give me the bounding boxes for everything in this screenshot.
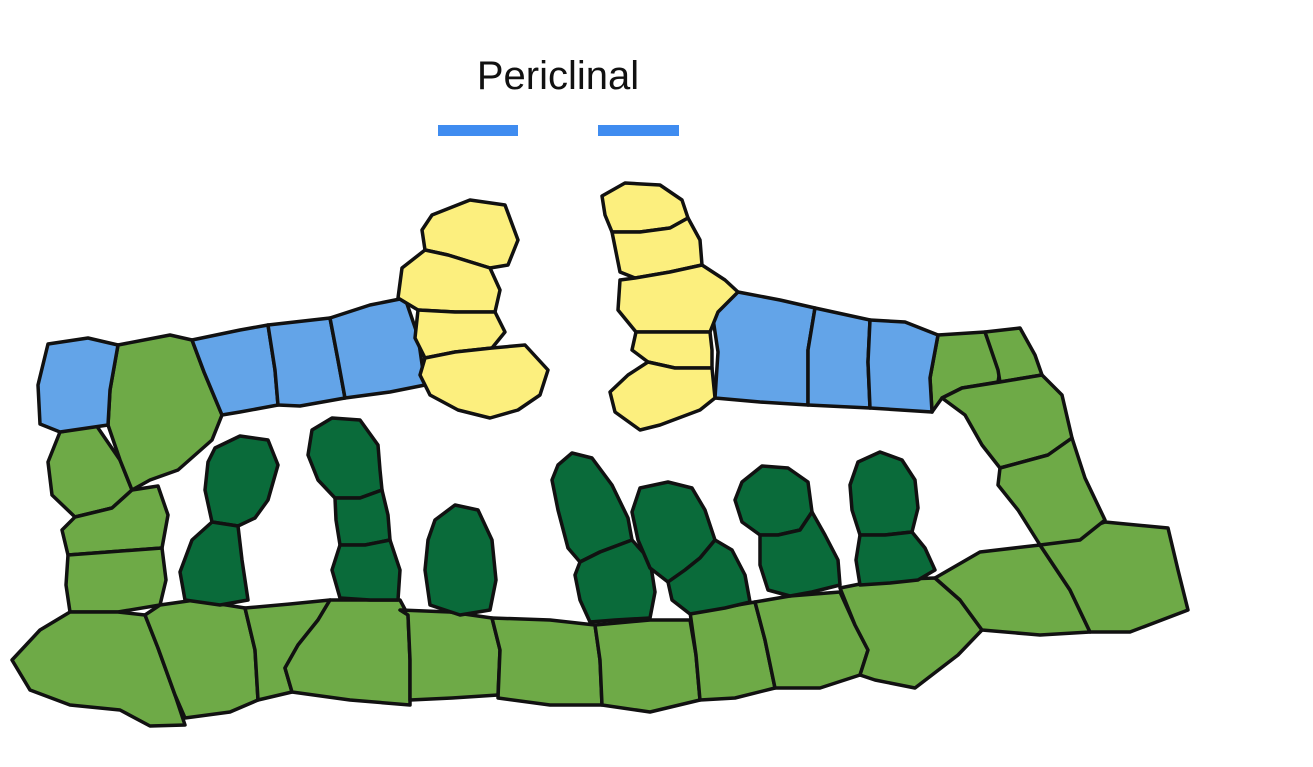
yellow-cell bbox=[420, 198, 520, 270]
yellow-cell bbox=[616, 263, 740, 334]
dark-green-cell bbox=[854, 530, 937, 587]
dark-green-cell bbox=[333, 488, 392, 547]
dark-green-cell bbox=[848, 450, 920, 537]
green-cell bbox=[593, 618, 702, 714]
dark-green-cell bbox=[178, 520, 250, 607]
green-cell bbox=[1038, 520, 1190, 634]
periclinal-label: Periclinal bbox=[476, 54, 640, 98]
yellow-cell bbox=[608, 360, 717, 432]
dark-green-cell bbox=[666, 538, 752, 616]
blue-cell bbox=[710, 290, 817, 407]
green-cell bbox=[490, 616, 604, 707]
blue-cell bbox=[328, 296, 427, 400]
dark-green-cell bbox=[330, 538, 402, 602]
green-cell bbox=[64, 546, 168, 614]
dark-green-cell bbox=[423, 503, 498, 617]
green-cell bbox=[60, 484, 170, 557]
dark-green-cell bbox=[203, 434, 280, 528]
periclinal-marker-right bbox=[598, 125, 679, 136]
green-cell bbox=[996, 436, 1107, 547]
blue-cell bbox=[36, 336, 120, 434]
dark-green-cell bbox=[306, 416, 384, 500]
green-cell bbox=[838, 576, 984, 690]
dark-green-cell bbox=[733, 464, 814, 537]
periclinal-marker-left bbox=[438, 125, 518, 136]
dark-green-cell bbox=[758, 510, 842, 598]
green-cell bbox=[398, 608, 502, 702]
blue-cell bbox=[866, 318, 940, 414]
yellow-cell bbox=[418, 343, 550, 420]
dark-green-cell bbox=[573, 538, 657, 624]
blue-cell bbox=[806, 306, 872, 410]
